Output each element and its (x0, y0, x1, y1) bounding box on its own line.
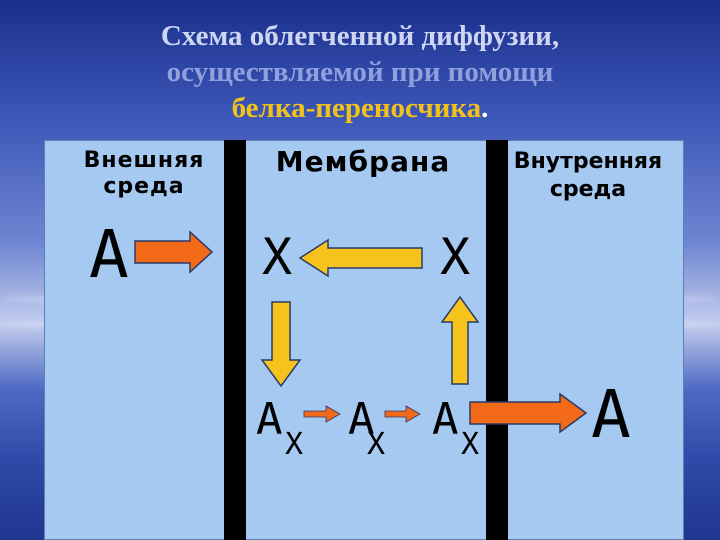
carrier-x-inner: X (440, 228, 471, 286)
carrier-x-outer: X (262, 228, 293, 286)
diagram-panel (44, 140, 684, 540)
complex-a-3: A (432, 394, 459, 445)
arrow-complex-small-1 (303, 405, 341, 423)
complex-a-2: A (348, 394, 375, 445)
title-line-2: осуществляемой при помощи (166, 56, 554, 88)
arrow-a-release (469, 392, 588, 434)
outer-environment-label: Внешняя среда (83, 148, 205, 199)
complex-x-1: X (285, 427, 304, 462)
arrow-complex-small-2 (384, 405, 421, 423)
inner-environment-label: Внутренняя среда (513, 149, 663, 202)
complex-x-3: X (461, 427, 480, 462)
arrow-carrier-up (440, 295, 480, 385)
title-line-3: белка-переносчика. (100, 90, 620, 126)
membrane-label: Мембрана (275, 145, 451, 178)
substance-a-inside: A (591, 376, 631, 453)
slide-title: Схема облегченной диффузии, осуществляем… (100, 18, 620, 126)
arrow-a-to-membrane (134, 230, 214, 274)
title-period: . (481, 92, 489, 124)
arrow-carrier-return (298, 238, 423, 278)
complex-a-1: A (256, 394, 283, 445)
substance-a-outside: A (89, 216, 129, 293)
arrow-carrier-down (260, 301, 302, 388)
title-line-1: Схема облегченной диффузии, (160, 20, 560, 52)
title-line-3-text: белка-переносчика (231, 92, 482, 124)
membrane-inner-wall (486, 140, 508, 540)
membrane-outer-wall (224, 140, 246, 540)
complex-x-2: X (367, 427, 386, 462)
